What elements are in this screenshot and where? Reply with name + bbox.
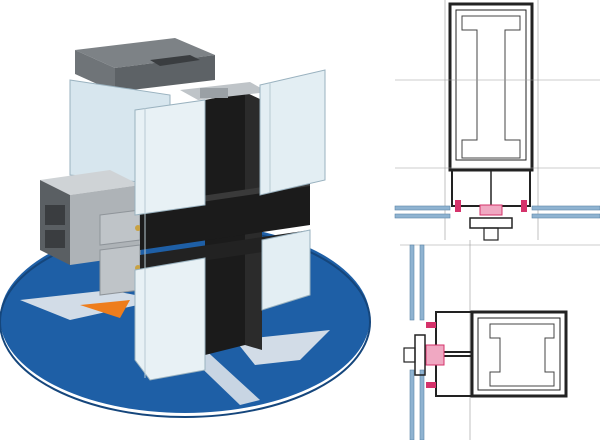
section-bottom-gasket-2 [426,382,436,388]
section-top-glass-right-2 [531,213,600,219]
section-bottom-insert-profile [489,323,555,387]
section-top-glass-left-2 [394,213,451,219]
orange-accent-left [80,300,130,318]
section-bottom-transom-outline [470,310,568,398]
steel-tube-side [115,55,215,92]
section-bottom-gasket-3 [425,344,445,366]
section-bottom-gasket-1 [426,322,436,328]
glass-pane-front-upper-left [134,99,206,216]
section-bottom-pressure-cap [414,334,426,376]
section-bottom-profile-upper [435,311,473,353]
section-top-glass-left-1 [394,205,451,211]
glass-pane-lower-right [261,229,311,311]
section-top-cap-nose [483,227,499,241]
section-top-gasket-1 [455,200,461,212]
section-bottom-glass-upper-1 [409,244,415,321]
steel-tube-front [75,50,115,92]
transom-cavity-2 [45,230,65,248]
transom-top [40,170,140,195]
section-bottom-profile-lower [435,355,473,397]
steel-tube-hole [150,55,200,66]
glass-pane-upper-right [259,69,326,196]
section-bottom-glass-lower-1 [409,369,415,440]
gasket-dot-1 [135,225,141,231]
section-bottom-transom-inner [477,317,561,391]
section-top-gasket-2 [521,200,527,212]
section-top-gasket-3 [479,204,503,216]
section-top-insert-profile [461,15,521,159]
mullion-clip-top [200,88,228,98]
section-bottom-glass-upper-2 [419,244,425,321]
transom-bar-front [140,185,310,250]
transom-cavity-1 [45,205,65,225]
section-top-mullion-inner [455,9,527,161]
glass-pane-front-lower-left [134,257,206,381]
section-top-glass-right-1 [531,205,600,211]
section-bottom-cap-nose [403,347,416,363]
steel-tube-top-face [75,38,215,68]
section-bottom-glass-lower-2 [419,369,425,440]
